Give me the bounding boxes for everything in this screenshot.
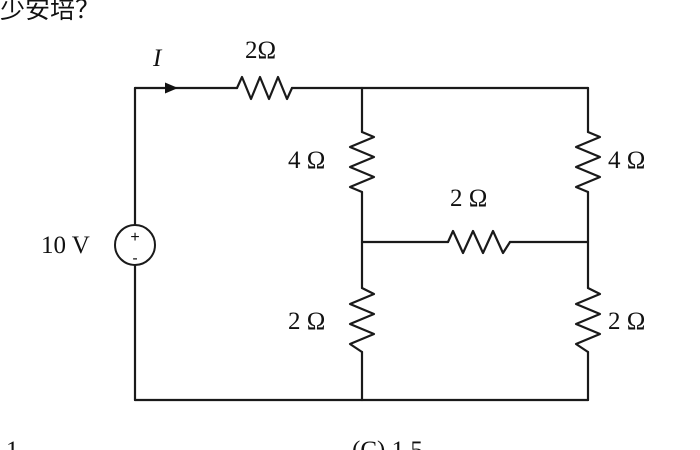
option-c-fragment: (C) 1.5 (352, 437, 423, 450)
circuit-wires (133, 86, 590, 402)
voltage-source: + - (114, 224, 156, 267)
question-text-fragment: 少安培？ (0, 0, 100, 24)
label-resistor-top-series: 2Ω (245, 37, 276, 64)
resistor-right-lower (574, 286, 602, 354)
source-minus-sign: - (132, 250, 137, 267)
resistor-left-upper (348, 130, 376, 194)
voltage-source-circle-icon (114, 224, 156, 266)
source-plus-sign: + (130, 229, 139, 246)
resistor-middle-bridge (446, 229, 512, 255)
current-label: I (152, 45, 163, 72)
label-resistor-middle-bridge: 2 Ω (450, 185, 487, 212)
label-resistor-right-lower: 2 Ω (608, 308, 645, 335)
option-a-fragment: 1 (6, 437, 19, 450)
resistor-top-series (235, 75, 294, 101)
current-arrow-icon (165, 82, 178, 94)
resistor-left-lower (348, 286, 376, 354)
source-voltage-label: 10 V (41, 232, 90, 259)
label-resistor-right-upper: 4 Ω (608, 147, 645, 174)
label-resistor-left-upper: 4 Ω (288, 147, 325, 174)
resistor-right-upper (574, 130, 602, 194)
label-resistor-left-lower: 2 Ω (288, 308, 325, 335)
